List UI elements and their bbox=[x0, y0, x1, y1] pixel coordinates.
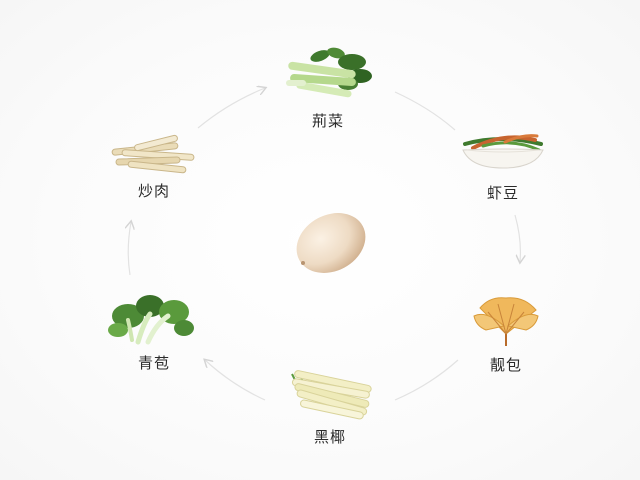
node-label: 虾豆 bbox=[486, 184, 519, 202]
arrow-bottom-to-lower-left bbox=[205, 360, 266, 401]
arrow-upper-left-to-top bbox=[197, 88, 265, 129]
arrow-upper-right-to-lower-right bbox=[514, 214, 520, 262]
node-lower-right: 靓包 bbox=[446, 290, 566, 380]
leafy-greens-icon bbox=[286, 47, 372, 98]
arrow-lower-right-to-bottom bbox=[394, 359, 459, 401]
arrow-lower-left-to-upper-left bbox=[128, 222, 131, 276]
root-sticks-icon bbox=[111, 134, 195, 174]
ginkgo-leaf-icon bbox=[473, 297, 539, 346]
node-label: 炒肉 bbox=[137, 182, 170, 200]
center-item bbox=[285, 205, 375, 280]
node-label: 靓包 bbox=[489, 356, 522, 374]
bean-bowl-icon bbox=[462, 134, 544, 169]
node-label: 青苞 bbox=[137, 354, 170, 372]
node-top: 荊菜 bbox=[268, 40, 388, 130]
node-upper-left: 炒肉 bbox=[94, 130, 214, 220]
bamboo-shoots-icon bbox=[291, 370, 372, 420]
node-lower-left: 青苞 bbox=[94, 288, 214, 378]
egg-icon bbox=[296, 213, 366, 273]
node-upper-right: 虾豆 bbox=[443, 128, 563, 218]
node-label: 黑椰 bbox=[313, 428, 346, 446]
arrow-top-to-upper-right bbox=[394, 91, 456, 131]
node-bottom: 黑椰 bbox=[270, 368, 390, 458]
bok-choy-icon bbox=[108, 295, 194, 345]
node-label: 荊菜 bbox=[311, 112, 344, 130]
